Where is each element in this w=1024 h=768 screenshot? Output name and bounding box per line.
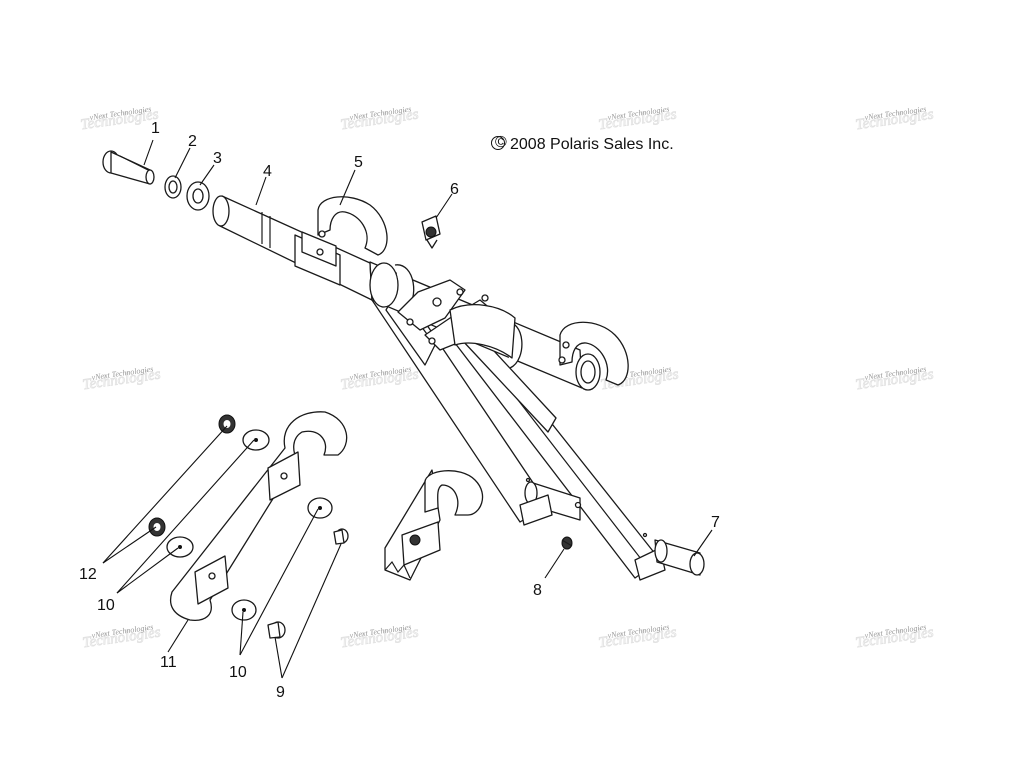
watermark: Technologies vNext Technologies <box>81 622 162 651</box>
watermark: Technologies vNext Technologies <box>854 104 935 133</box>
copyright-symbol: © <box>495 134 507 151</box>
callout-3: 3 <box>213 150 222 167</box>
callout-7: 7 <box>711 514 720 531</box>
callout-12: 12 <box>79 566 97 583</box>
watermark: Technologies vNext Technologies <box>854 364 935 393</box>
part-bolt-small-lower <box>267 621 286 639</box>
part-washer-lower-left <box>166 536 194 558</box>
callout-9: 9 <box>276 684 285 701</box>
callout-1: 1 <box>151 120 160 137</box>
detail-clamp-view <box>384 469 484 581</box>
part-bolt <box>102 150 155 185</box>
copyright-notice: © 2008 Polaris Sales Inc. <box>491 134 674 153</box>
callout-labels: 1 2 3 4 5 6 7 8 9 10 10 11 12 <box>79 120 720 701</box>
part-washer <box>164 175 182 199</box>
watermark: Technologies vNext Technologies <box>79 104 160 133</box>
callout-2: 2 <box>188 133 197 150</box>
leader-lines <box>102 139 713 679</box>
watermark: Technologies vNext Technologies <box>854 622 935 651</box>
part-nut-upper <box>218 414 236 434</box>
watermark: Technologies vNext Technologies <box>339 622 420 651</box>
callout-4: 4 <box>263 163 272 180</box>
callout-8: 8 <box>533 582 542 599</box>
part-clamp-strap <box>169 411 348 621</box>
part-washer-lower-right <box>231 599 257 621</box>
watermark: Technologies vNext Technologies <box>81 364 162 393</box>
watermark: Technologies vNext Technologies <box>339 364 420 393</box>
part-grease-fitting-small <box>561 536 573 550</box>
callout-10-left: 10 <box>97 597 115 614</box>
watermark: Technologies vNext Technologies <box>339 104 420 133</box>
watermark: Technologies vNext Technologies <box>597 622 678 651</box>
part-washer-large <box>186 181 210 211</box>
watermark: Technologies vNext Technologies <box>597 104 678 133</box>
copyright-circle-icon <box>491 136 505 150</box>
part-nut-lower <box>148 517 166 537</box>
part-washer-upper-left <box>242 429 270 451</box>
part-swing-arm-assembly <box>212 195 705 581</box>
callout-11: 11 <box>160 654 177 671</box>
copyright-text: 2008 Polaris Sales Inc. <box>510 136 674 153</box>
callout-6: 6 <box>450 181 459 198</box>
part-washer-upper-right <box>307 497 333 519</box>
part-bolt-small-upper <box>333 528 349 545</box>
part-grease-fitting <box>421 215 441 249</box>
callout-5: 5 <box>354 154 363 171</box>
callout-10-right: 10 <box>229 664 247 681</box>
